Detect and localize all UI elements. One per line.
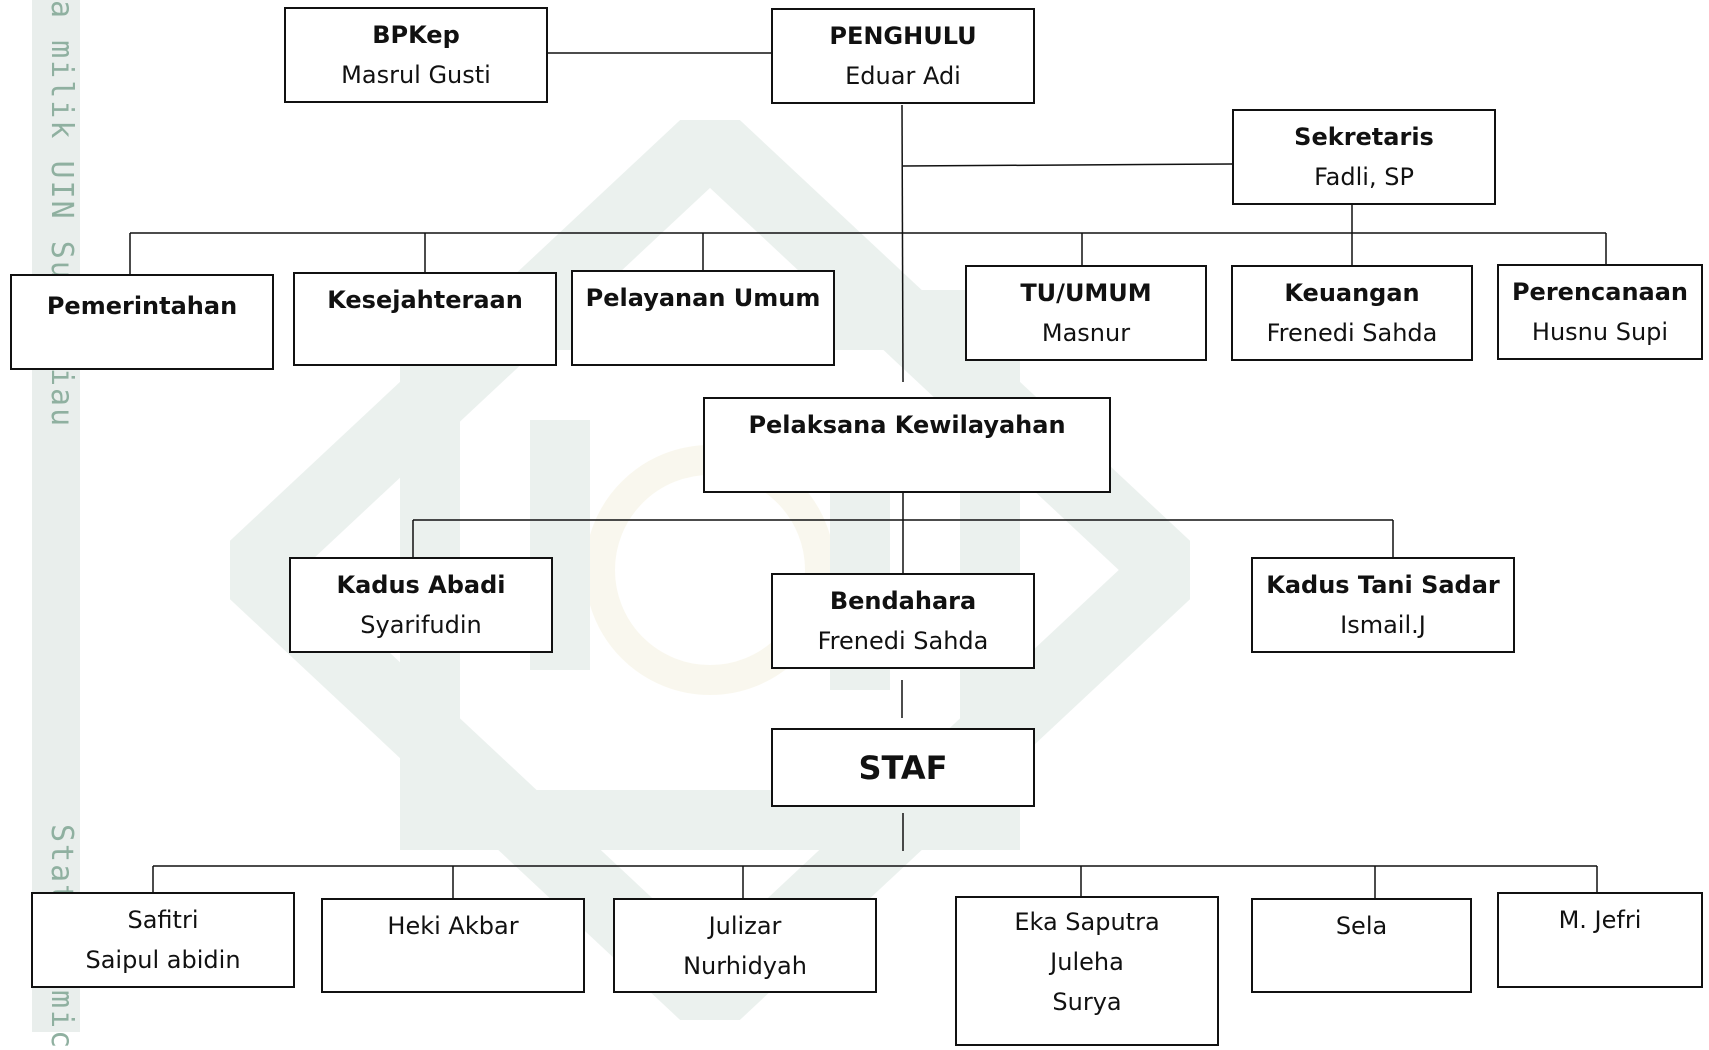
perencanaan-name: Husnu Supi xyxy=(1531,318,1669,346)
staf-title: STAF xyxy=(858,748,948,787)
staff-box-2: Heki Akbar xyxy=(321,898,585,993)
kadus-tani-sadar-box: Kadus Tani Sadar Ismail.J xyxy=(1251,557,1515,653)
penghulu-name: Eduar Adi xyxy=(845,62,961,90)
pemerintahan-title: Pemerintahan xyxy=(46,292,238,320)
staff-box-3: Julizar Nurhidyah xyxy=(613,898,877,993)
bpkep-name: Masrul Gusti xyxy=(341,61,491,89)
margin-strip xyxy=(32,0,80,1032)
kesejahteraan-box: Kesejahteraan xyxy=(293,272,557,366)
side-watermark-text-top: a milik UIN Sus xyxy=(44,0,79,301)
staff-name: Sela xyxy=(1335,912,1388,940)
kadus-abadi-title: Kadus Abadi xyxy=(336,571,506,599)
kadus-abadi-box: Kadus Abadi Syarifudin xyxy=(289,557,553,653)
bendahara-name: Frenedi Sahda xyxy=(817,627,989,655)
kadus-abadi-name: Syarifudin xyxy=(360,611,482,639)
bendahara-box: Bendahara Frenedi Sahda xyxy=(771,573,1035,669)
perencanaan-box: Perencanaan Husnu Supi xyxy=(1497,264,1703,360)
staff-name: Heki Akbar xyxy=(387,912,519,940)
pelaksana-kewilayahan-box: Pelaksana Kewilayahan xyxy=(703,397,1111,493)
bpkep-title: BPKep xyxy=(372,21,460,49)
penghulu-box: PENGHULU Eduar Adi xyxy=(771,8,1035,104)
staff-box-6: M. Jefri xyxy=(1497,892,1703,988)
tu-umum-name: Masnur xyxy=(1041,319,1131,347)
sekretaris-title: Sekretaris xyxy=(1294,123,1434,151)
pelayanan-umum-box: Pelayanan Umum xyxy=(571,270,835,366)
staff-box-1: Safitri Saipul abidin xyxy=(31,892,295,988)
sekretaris-name: Fadli, SP xyxy=(1314,163,1414,191)
kadus-tani-sadar-title: Kadus Tani Sadar xyxy=(1266,571,1500,599)
side-watermark-text-lower: Stat xyxy=(44,824,79,905)
bpkep-box: BPKep Masrul Gusti xyxy=(284,7,548,103)
pelaksana-kewilayahan-title: Pelaksana Kewilayahan xyxy=(748,411,1066,439)
kadus-tani-sadar-name: Ismail.J xyxy=(1340,611,1426,639)
penghulu-title: PENGHULU xyxy=(829,22,977,50)
staff-name: Safitri xyxy=(127,906,199,934)
pelayanan-umum-title: Pelayanan Umum xyxy=(585,284,821,312)
perencanaan-title: Perencanaan xyxy=(1511,278,1689,306)
staff-name: Saipul abidin xyxy=(85,946,241,974)
staff-name: M. Jefri xyxy=(1558,906,1642,934)
keuangan-name: Frenedi Sahda xyxy=(1266,319,1438,347)
kesejahteraan-title: Kesejahteraan xyxy=(327,286,523,314)
tu-umum-title: TU/UMUM xyxy=(1020,279,1152,307)
keuangan-title: Keuangan xyxy=(1284,279,1420,307)
bendahara-title: Bendahara xyxy=(829,587,977,615)
staff-name: Eka Saputra xyxy=(1014,908,1160,936)
staff-name: Juleha xyxy=(1050,948,1124,976)
staff-name: Surya xyxy=(1052,988,1122,1016)
pemerintahan-box: Pemerintahan xyxy=(10,274,274,370)
side-watermark-text-mid: iau xyxy=(44,368,79,429)
staf-box: STAF xyxy=(771,728,1035,807)
tu-umum-box: TU/UMUM Masnur xyxy=(965,265,1207,361)
staff-box-4: Eka Saputra Juleha Surya xyxy=(955,896,1219,1046)
staff-name: Julizar xyxy=(708,911,782,940)
staff-name: Nurhidyah xyxy=(683,951,807,980)
keuangan-box: Keuangan Frenedi Sahda xyxy=(1231,265,1473,361)
sekretaris-box: Sekretaris Fadli, SP xyxy=(1232,109,1496,205)
staff-box-5: Sela xyxy=(1251,898,1472,993)
